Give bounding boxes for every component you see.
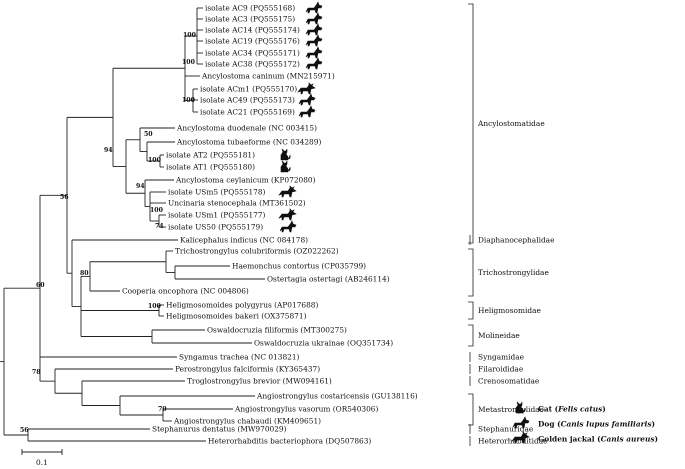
dog-icon [305,46,323,59]
legend-entry: Cat (Felis catus) [538,405,606,414]
cat-icon [515,401,526,414]
taxon-label: Kalicephalus indicus (NC 084178) [180,236,308,245]
bootstrap-value: 94 [136,183,145,190]
family-bracket [468,393,474,426]
taxon-label: isolate AC38 (PQ555172) [205,60,300,69]
dog-icon [512,416,530,429]
family-brackets: AncylostomatidaeDiaphanocephalidaeTricho… [468,3,554,446]
cat-icon [280,148,291,161]
dog-icon [305,34,323,47]
family-bracket [468,3,474,244]
family-label: Heterorhabditidae [478,437,548,446]
dog-icon [305,57,323,70]
bootstrap-value: 94 [104,147,113,154]
taxon-label: Haemonchus contortus (CP035799) [232,262,366,271]
bootstrap-value: 56 [20,427,29,434]
bootstrap-value: 80 [80,270,89,277]
family-label: Crenosomatidae [478,377,539,386]
bootstrap-value: 100 [148,157,162,164]
taxon-label: Perostrongylus falciformis (KY365437) [175,365,320,374]
bootstrap-value: 100 [150,207,164,214]
bootstrap-values: 100 100 100 94 50 100 94 100 74 56 80 100 60 78 70 56 [20,32,197,434]
family-label: Syngamidae [478,353,524,362]
dog-icon [305,23,323,36]
bootstrap-value: 78 [32,369,41,376]
dog-icon [305,12,323,25]
family-bracket [468,248,474,297]
taxon-label: isolate AC9 (PQ555168) [205,4,295,13]
scale-bar: 0.1 [21,449,63,467]
taxon-label: Ancylostoma ceylanicum (KP072080) [175,176,316,185]
cat-icon [280,160,291,173]
dog-icon [305,1,323,14]
taxon-label: Angiostrongylus chabaudi (KM409651) [173,417,321,426]
taxon-label: isolate AC34 (PQ555171) [205,49,300,58]
bootstrap-value: 100 [183,32,197,39]
taxon-label: Stephanurus dentatus (MW970029) [152,425,287,434]
dog-icon [279,220,297,233]
taxon-label: Ancylostoma caninum (MN215971) [201,72,335,81]
taxon-label: isolate AC3 (PQ555175) [205,15,295,24]
taxon-label: Trichostrongylus colubriformis (OZ022262… [175,247,339,256]
dog-icon [298,93,316,106]
taxon-label: Ancylostoma duodenale (NC 003415) [176,124,317,133]
taxon-label: Ancylostoma tubaeforme (NC 034289) [176,138,321,147]
taxon-label: Heligmosomoides polygyrus (AP017688) [166,301,319,310]
jackal-icon [278,208,297,221]
taxon-label: Syngamus trachea (NC 013821) [179,353,300,362]
dog-icon [298,105,316,118]
family-label: Heligmosomidae [478,306,541,315]
bootstrap-value: 60 [36,282,45,289]
taxon-label: isolate AC21 (PQ555169) [200,108,295,117]
taxon-label: Oswaldocruzia filiformis (MT300275) [207,326,347,335]
taxon-label: Heterorhabditis bacteriophora (DQ507863) [208,437,371,446]
bootstrap-value: 56 [60,194,69,201]
tree-branches [0,7,265,442]
family-bracket [468,301,474,320]
taxon-label: isolate AT2 (PQ555181) [166,151,255,160]
taxon-label: isolate USm5 (PQ555178) [168,188,266,197]
taxon-label: isolate US50 (PQ555179) [168,223,263,232]
taxon-label: Cooperia oncophora (NC 004806) [122,287,249,296]
taxon-label: isolate AC49 (PQ555173) [200,96,295,105]
jackal-icon [297,82,316,95]
taxon-label: Angiostrongylus costaricensis (GU138116) [256,392,418,401]
bootstrap-value: 50 [144,131,153,138]
taxon-label: Uncinaria stenocephala (MT361502) [168,199,306,208]
family-label: Diaphanocephalidae [478,236,554,245]
taxon-label: Ostertagia ostertagi (AB246114) [267,275,390,284]
bootstrap-value: 100 [182,97,196,104]
bootstrap-value: 100 [148,303,162,310]
family-label: Molineidae [478,331,520,340]
family-bracket [468,324,474,347]
jackal-icon [511,431,530,444]
bootstrap-value: 100 [182,59,196,66]
family-label: Trichostrongylidae [478,268,549,277]
family-label: Ancylostomatidae [477,119,545,128]
taxon-label: Angiostrongylus vasorum (OR540306) [234,405,379,414]
taxon-label: isolate ACm1 (PQ555170) [200,85,297,94]
taxon-label: isolate AT1 (PQ555180) [166,163,255,172]
tree-leaves: isolate AC9 (PQ555168) isolate AC3 (PQ555… [122,1,418,446]
taxon-label: Oswaldocruzia ukrainae (OQ351734) [254,339,393,348]
legend-entry: Dog (Canis lupus familiaris) [538,420,655,429]
scale-bar-label: 0.1 [36,458,48,467]
legend-entry: Golden jackal (Canis aureus) [538,435,658,444]
bootstrap-value: 74 [155,223,164,230]
bootstrap-value: 70 [158,406,167,413]
host-legend: Cat (Felis catus) Dog (Canis lupus famili… [511,401,658,444]
jackal-icon [278,185,297,198]
family-label: Stephanuridae [478,425,533,434]
taxon-label: isolate AC14 (PQ555174) [205,26,300,35]
taxon-label: isolate USm1 (PQ555177) [168,211,266,220]
taxon-label: isolate AC19 (PQ555176) [205,37,300,46]
family-label: Filaroididae [478,365,523,374]
family-label: Metastrongylidae [478,405,544,414]
taxon-label: Troglostrongylus brevior (MW094161) [187,377,332,386]
taxon-label: Heligmosomoides bakeri (OX375871) [166,312,307,321]
